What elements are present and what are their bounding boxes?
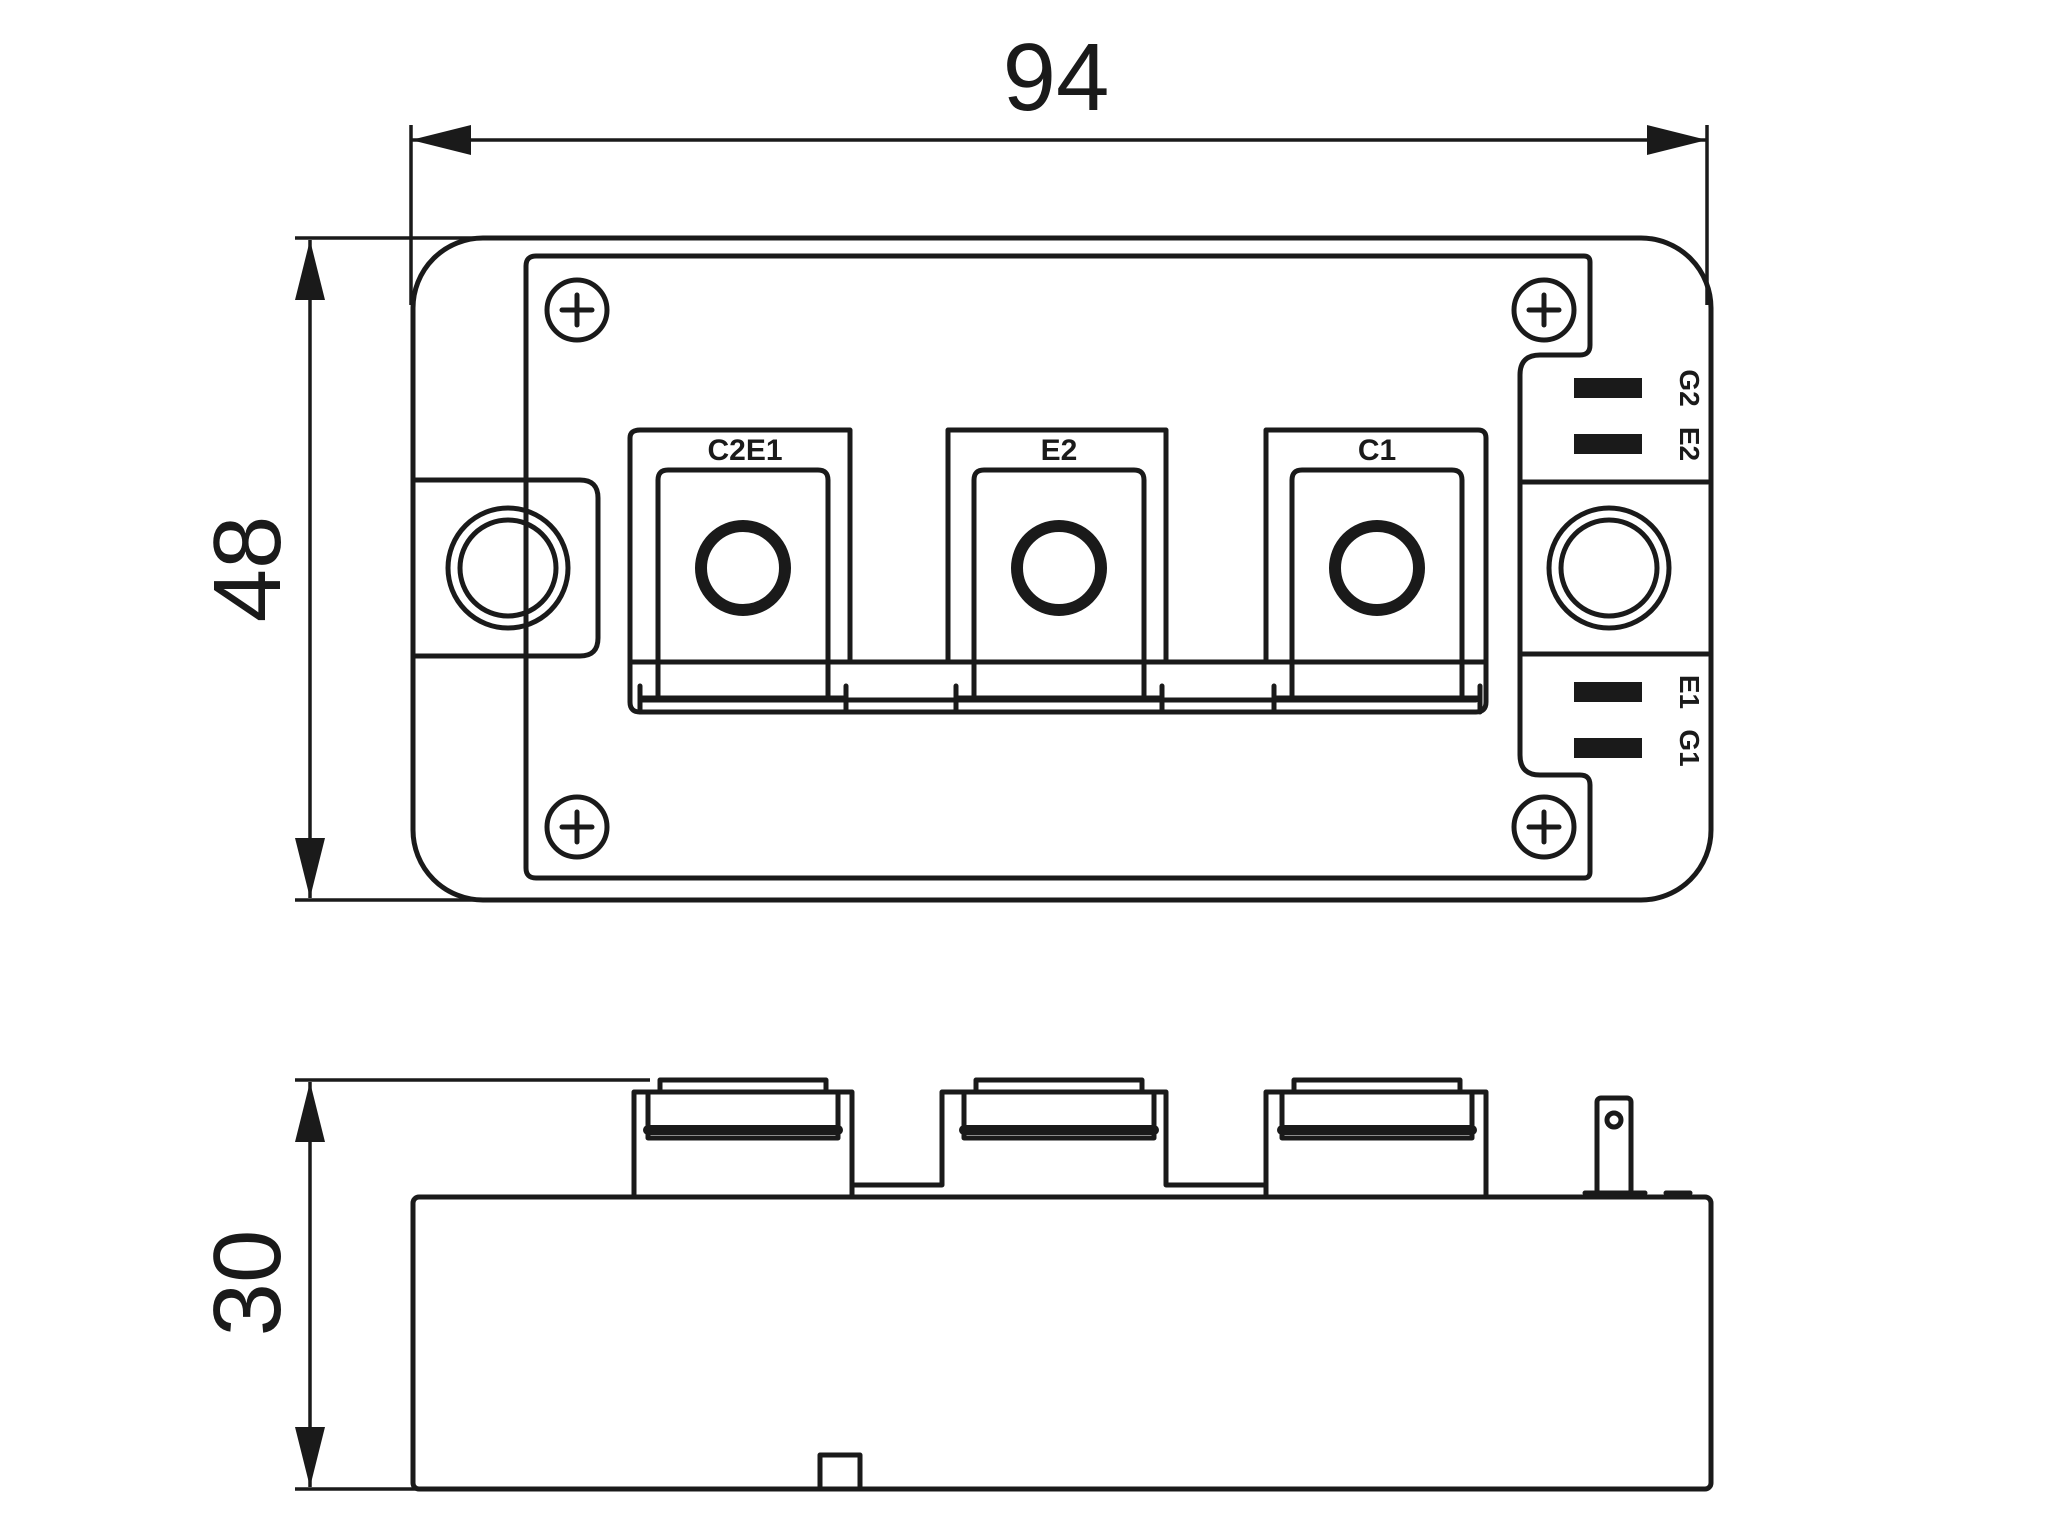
aux-pin-g1 bbox=[1574, 738, 1642, 758]
side-view bbox=[410, 1077, 1714, 1492]
side-body bbox=[410, 1194, 1714, 1492]
terminal-label-c2e1: C2E1 bbox=[707, 434, 782, 467]
aux-pin-e1 bbox=[1574, 682, 1642, 702]
module-body bbox=[410, 235, 1714, 903]
inner-frame bbox=[523, 253, 1593, 881]
screw-icon bbox=[1511, 277, 1577, 343]
side-terminal-e2 bbox=[959, 1077, 1159, 1141]
aux-label-g1: G1 bbox=[1674, 729, 1705, 766]
dimension-thickness-value: 30 bbox=[194, 1230, 301, 1337]
aux-label-e2: E2 bbox=[1674, 427, 1705, 461]
screw-icon bbox=[1511, 794, 1577, 860]
side-terminal-c1 bbox=[1277, 1077, 1477, 1141]
terminal-e2 bbox=[953, 467, 1165, 715]
side-aux-pin bbox=[1582, 1095, 1693, 1197]
aux-pin-g2 bbox=[1574, 378, 1642, 398]
mounting-hole-icon bbox=[1546, 505, 1672, 631]
aux-label-g2: G2 bbox=[1674, 369, 1705, 406]
terminal-c2e1 bbox=[637, 467, 849, 715]
dimension-width: 94 bbox=[409, 24, 1709, 305]
dimension-thickness: 30 bbox=[194, 1078, 650, 1491]
dimension-width-value: 94 bbox=[1003, 24, 1110, 131]
mounting-hole-icon bbox=[445, 505, 571, 631]
dimension-height-value: 48 bbox=[194, 516, 301, 623]
aux-label-e1: E1 bbox=[1674, 675, 1705, 709]
side-terminal-c2e1 bbox=[643, 1077, 843, 1141]
top-view: C2E1 E2 C1 G2 E2 E1 G1 bbox=[410, 235, 1714, 903]
terminal-label-e2: E2 bbox=[1041, 434, 1078, 467]
screw-icon bbox=[544, 277, 610, 343]
aux-pin-e2 bbox=[1574, 434, 1642, 454]
side-bottom-tab bbox=[817, 1452, 863, 1492]
terminal-label-c1: C1 bbox=[1358, 434, 1396, 467]
dimension-height: 48 bbox=[194, 236, 480, 902]
left-mounting-ear bbox=[412, 477, 601, 659]
terminal-c1 bbox=[1271, 467, 1483, 715]
screw-icon bbox=[544, 794, 610, 860]
